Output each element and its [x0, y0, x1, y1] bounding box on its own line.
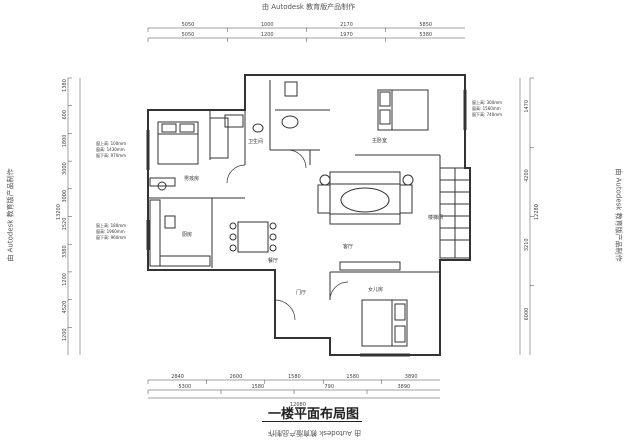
kitchen-counter-bottom	[159, 255, 211, 267]
tv-cabinet	[339, 261, 401, 271]
window-note-line: 窗上高: 180mm	[96, 222, 126, 228]
dimension-value: 1580	[288, 374, 301, 380]
window-note-line: 窗下高: 740mm	[472, 111, 502, 117]
window-note-line: 窗高: 1560mm	[472, 105, 501, 111]
window-note-line: 窗上高: 100mm	[96, 140, 126, 146]
dimension-value: 3890	[398, 384, 411, 390]
dimension-bottom-total: 12080	[290, 402, 306, 408]
room-label-foyer: 门厅	[296, 289, 306, 296]
dimension-value: 3000	[62, 190, 68, 203]
dimension-left: 1380 600 1800 3000 3000 1520 3380 1200 4520 1200	[62, 77, 72, 341]
room-label-master-bedroom: 主卧室	[372, 137, 387, 144]
room-label-boy-room: 男孩房	[184, 175, 199, 182]
girl-room-bed	[361, 299, 408, 347]
dimension-value: 1800	[62, 135, 68, 148]
dimension-value: 1580	[346, 374, 359, 380]
dining-table	[229, 221, 277, 253]
window-note-line: 窗高: 1960mm	[96, 228, 125, 234]
dimension-value: 790	[325, 384, 335, 390]
dimension-top-row1: 5050 1000 2170 5850	[147, 22, 432, 32]
dimension-value: 1580	[252, 384, 265, 390]
dimension-value: 2840	[171, 374, 184, 380]
kitchen-cabinet	[164, 215, 176, 229]
window-note-line: 窗下高: 970mm	[96, 152, 126, 158]
dimension-value: 3890	[405, 374, 418, 380]
bathroom-fixtures	[224, 81, 299, 133]
title-underline	[262, 421, 362, 422]
exterior-wall	[147, 74, 471, 356]
watermark-top: 由 Autodesk 教育版产品制作	[262, 3, 356, 11]
dimension-value: 3380	[62, 245, 68, 258]
door-swing	[287, 149, 307, 169]
dimension-bottom-row2: 5300 1580 790 3890	[147, 384, 411, 394]
boy-room-desk	[149, 177, 176, 187]
dimension-left-total: 13200	[56, 204, 62, 220]
dimension-right-total: 12280	[534, 204, 540, 220]
room-label-dining: 餐厅	[268, 257, 278, 264]
dimension-value: 1000	[261, 22, 274, 28]
window-note-line: 窗上高: 300mm	[472, 99, 502, 105]
dimension-value: 5050	[182, 22, 195, 28]
dimension-value: 1200	[261, 32, 274, 38]
dimension-value: 2600	[230, 374, 243, 380]
window-note-line: 窗下高: 960mm	[96, 234, 126, 240]
boy-room-bed	[157, 121, 199, 165]
dimension-value: 5850	[419, 22, 432, 28]
dimension-value: 1520	[62, 218, 68, 231]
dimension-value: 5300	[179, 384, 192, 390]
door-swing	[226, 164, 246, 184]
boy-room-wardrobe	[209, 117, 229, 159]
kitchen-counter	[149, 199, 161, 267]
dimension-value: 4200	[524, 169, 530, 182]
dimension-value: 6000	[524, 308, 530, 321]
dimension-value: 1470	[524, 100, 530, 113]
dimension-value: 5050	[182, 32, 195, 38]
dimension-right: 1470 4200 3210 6000	[524, 77, 534, 321]
window-note-line: 窗高: 1430mm	[96, 146, 125, 152]
dimension-value: 2170	[340, 22, 353, 28]
dimension-value: 1380	[62, 79, 68, 92]
room-label-bathroom: 卫生间	[248, 138, 263, 145]
dimension-top-row2: 5050 1200 1970 5380	[147, 32, 432, 42]
dimension-value: 600	[62, 110, 68, 120]
room-label-kitchen: 厨房	[182, 231, 192, 238]
boy-room-chair	[157, 181, 167, 191]
dimension-value: 1200	[62, 273, 68, 286]
drawing-title: 一楼平面布局图	[268, 407, 360, 422]
dimension-bottom-row1: 2840 2600 1580 1580 3890	[147, 374, 418, 384]
room-label-girl-room: 女儿房	[368, 286, 383, 293]
master-bed	[377, 89, 429, 131]
dimension-value: 3000	[62, 162, 68, 175]
dimension-value: 5380	[419, 32, 432, 38]
dimension-value: 1970	[340, 32, 353, 38]
door-swing	[329, 281, 349, 301]
room-label-living: 客厅	[343, 243, 353, 250]
dimension-value: 3210	[524, 238, 530, 251]
room-label-stairwell: 楼梯间	[428, 214, 443, 221]
dimension-value: 1200	[62, 328, 68, 341]
staircase	[439, 167, 471, 259]
sofa-set	[317, 171, 414, 225]
door-swing	[274, 299, 296, 321]
dimension-value: 4520	[62, 301, 68, 314]
